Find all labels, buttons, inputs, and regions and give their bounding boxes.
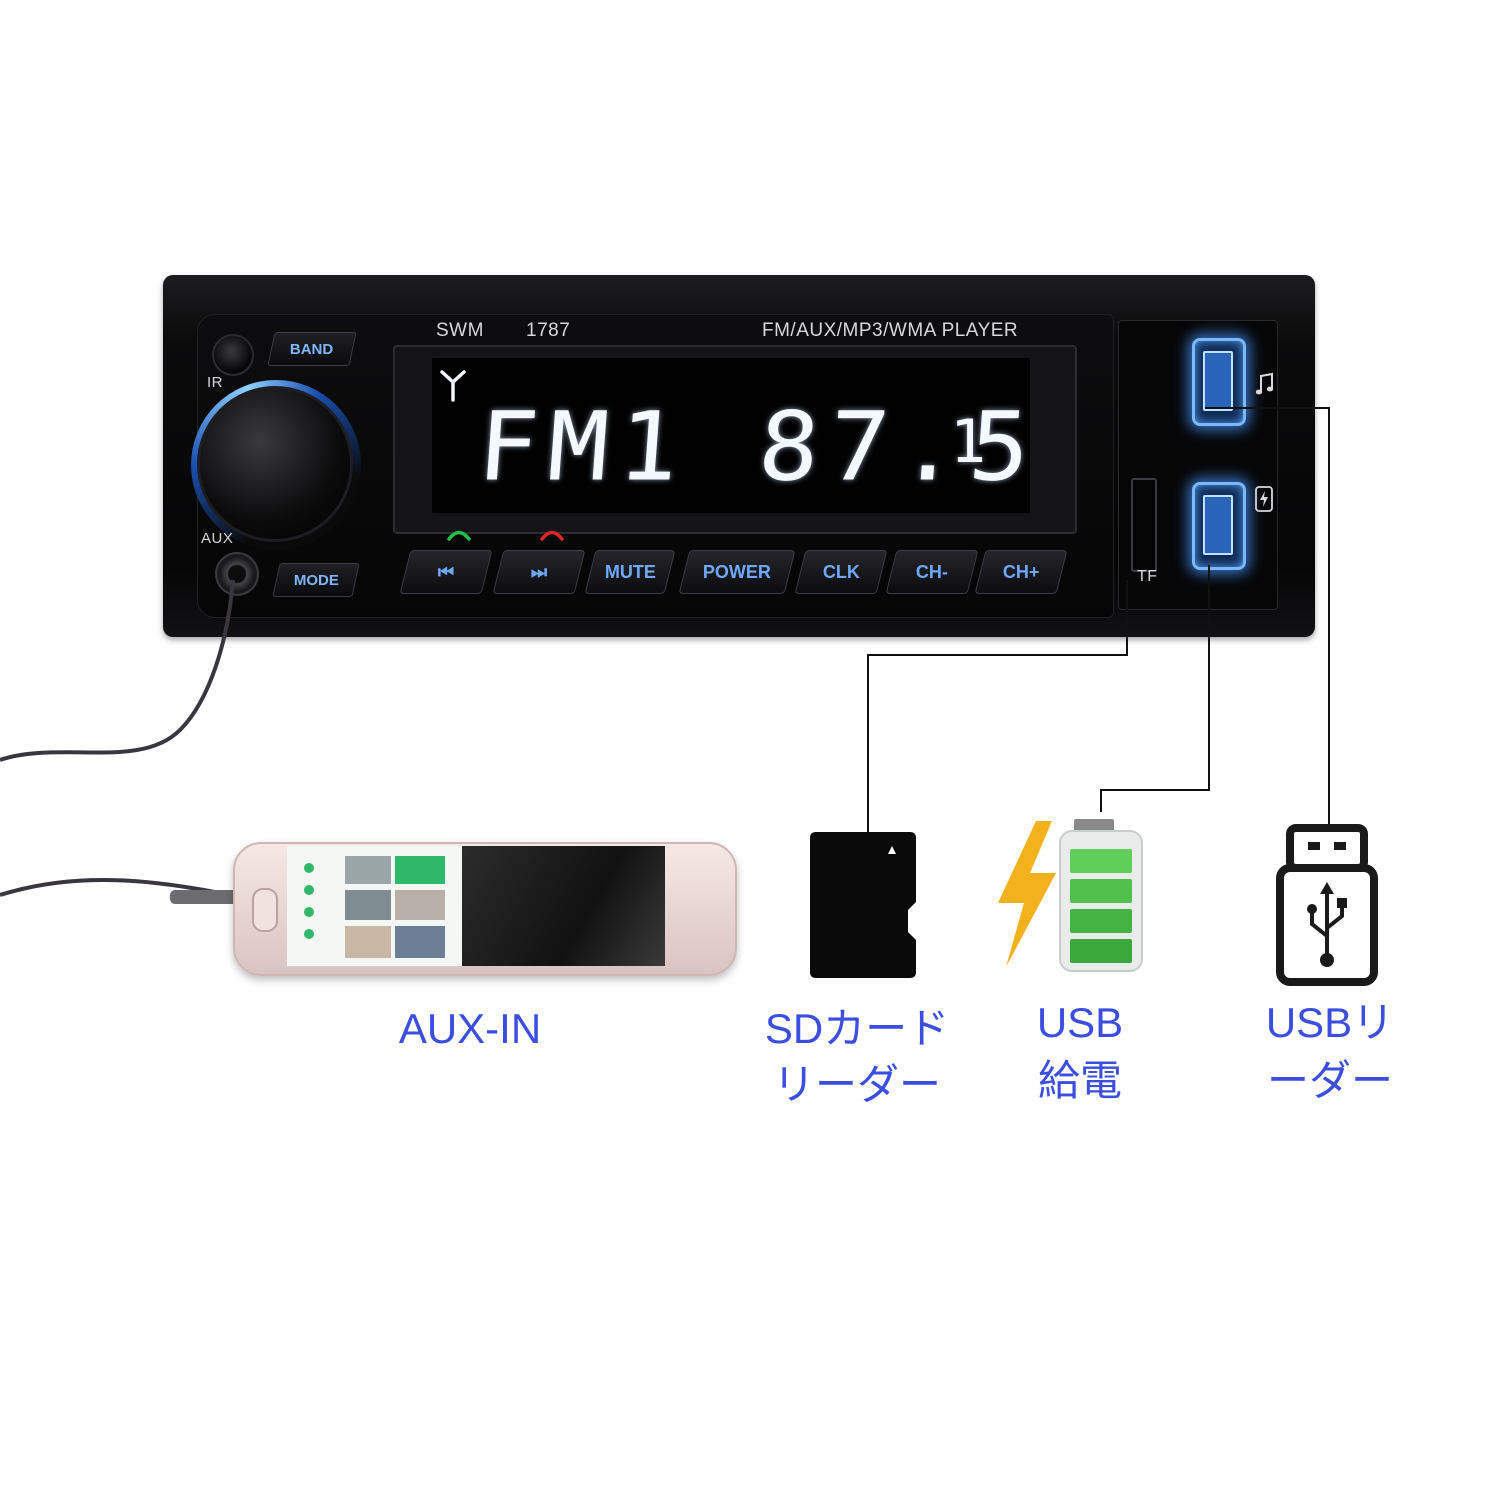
tf-label: TF (1137, 568, 1158, 585)
aux-jack[interactable] (215, 552, 259, 596)
ir-label: IR (207, 374, 223, 391)
volume-knob[interactable] (197, 386, 353, 542)
album-art-area (462, 846, 665, 966)
charge-icon (1255, 486, 1273, 512)
player-type-label: FM/AUX/MP3/WMA PLAYER (762, 320, 1019, 341)
brand-label: SWM (436, 320, 484, 341)
model-label: 1787 (526, 320, 571, 341)
caption-usb-power-line2: 給電 (1037, 1057, 1122, 1104)
sd-card-icon (810, 832, 916, 978)
battery-icon (998, 819, 1143, 972)
phone-home-button (252, 888, 278, 932)
caption-usb-power-line1: USB (1036, 999, 1124, 1046)
caption-aux-in: AUX-IN (398, 1005, 542, 1052)
caption-usb-reader-line1: USBリ (1265, 999, 1395, 1046)
music-note-icon (1255, 372, 1274, 395)
lcd-display (432, 358, 1030, 513)
caption-sd-line2: リーダー (772, 1061, 941, 1108)
caption-sd-line1: SDカード (764, 1005, 950, 1052)
antenna-icon (440, 370, 466, 402)
caption-usb-reader-line2: ーダー (1266, 1057, 1393, 1104)
phone-answer-icon (447, 530, 471, 541)
usb-drive-icon (1276, 824, 1378, 986)
display-channel: 1 (950, 407, 987, 477)
aux-label: AUX (201, 530, 234, 547)
tf-card-slot[interactable] (1131, 478, 1157, 572)
usb-port-music[interactable] (1192, 338, 1246, 426)
usb-port-charge[interactable] (1192, 482, 1246, 570)
ir-sensor (212, 334, 254, 376)
phone-hangup-icon (540, 530, 564, 541)
